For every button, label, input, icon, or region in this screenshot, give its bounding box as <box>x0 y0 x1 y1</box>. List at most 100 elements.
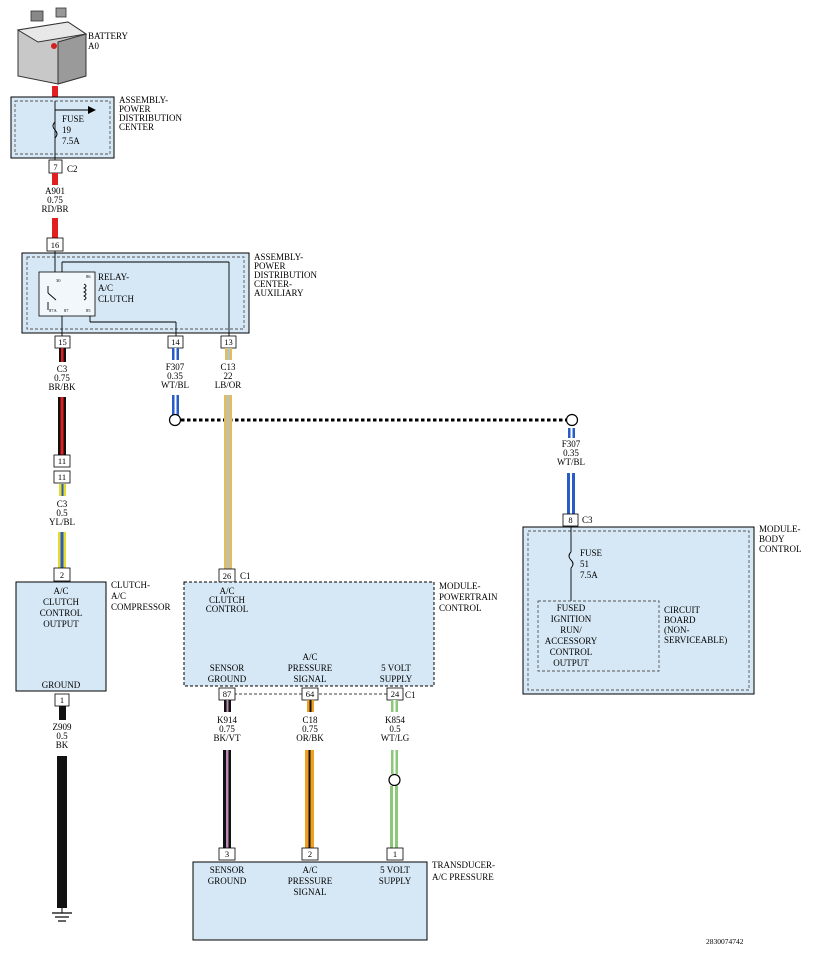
wire-z909-gauge: 0.5 <box>56 731 68 741</box>
wire-c3-top-id: C3 <box>57 364 68 374</box>
wire-f307-right-color: WT/BL <box>557 457 585 467</box>
transducer-pressure-3: SIGNAL <box>294 887 327 897</box>
clutch-pin-top: 2 <box>60 570 64 580</box>
bcm-fused-1: FUSED <box>557 603 586 613</box>
transducer-box <box>192 861 428 941</box>
battery-label: BATTERY <box>88 31 129 41</box>
clutch-label-3: CONTROL <box>40 608 83 618</box>
relay-pin-87a: 87A <box>49 308 58 313</box>
wire-c18-upper <box>307 700 314 712</box>
bcm-board-1: CIRCUIT <box>664 605 701 615</box>
ground-icon <box>52 908 72 922</box>
pdca-pin-c13: 13 <box>224 337 233 347</box>
splice-k854-icon <box>388 773 401 787</box>
transducer-name-2: A/C PRESSURE <box>432 872 494 882</box>
transducer-name-1: TRANSDUCER- <box>432 860 495 870</box>
pcm-box <box>183 581 435 687</box>
wire-k914-id: K914 <box>217 715 237 725</box>
pcm-conn-bottom: C1 <box>405 690 416 700</box>
fuse-51-icon <box>568 551 574 569</box>
clutch-box <box>15 581 107 692</box>
bcm-fused-3: RUN/ <box>560 625 582 635</box>
wire-k914-lower <box>223 750 231 848</box>
bcm-board-2: BOARD <box>664 615 696 625</box>
pcm-pressure-2: PRESSURE <box>288 663 333 673</box>
wire-c13-lower <box>224 395 232 569</box>
pdc-name-4: CENTER <box>119 122 154 132</box>
splice-left-icon <box>168 413 182 427</box>
wire-z909-upper <box>59 706 66 720</box>
wire-k914-gauge: 0.75 <box>219 724 235 734</box>
wire-c13-upper <box>225 348 232 360</box>
transducer-sensor-ground-2: GROUND <box>208 876 247 886</box>
pdca-name-3: DISTRIBUTION <box>254 270 317 280</box>
wire-c3-br-bk-upper <box>59 348 66 362</box>
wire-c3-top-gauge: 0.75 <box>54 373 70 383</box>
wire-c13-color: LB/OR <box>215 380 242 390</box>
wire-f307-left-id: F307 <box>166 362 185 372</box>
relay-label-3: CLUTCH <box>98 294 135 304</box>
pcm-pressure-3: SIGNAL <box>294 674 327 684</box>
bcm-name-1: MODULE- <box>759 524 801 534</box>
transducer-pin-3: 3 <box>225 849 229 859</box>
wire-c18-gauge: 0.75 <box>302 724 318 734</box>
bcm-name-2: BODY <box>759 534 785 544</box>
clutch-name-3: COMPRESSOR <box>111 602 171 612</box>
pdca-pin-f307: 14 <box>171 337 180 347</box>
fuse-19-icon <box>52 121 58 139</box>
relay-coil-icon <box>82 283 87 301</box>
pcm-clutch-3: CONTROL <box>206 604 249 614</box>
pdca-name-2: POWER <box>254 261 286 271</box>
figure-id: 2830074742 <box>706 937 744 946</box>
wire-c18-color: OR/BK <box>296 733 324 743</box>
pdc-fuse-number: 19 <box>62 125 72 135</box>
wire-k854-lower <box>390 786 398 848</box>
transducer-supply-1: 5 VOLT <box>380 865 410 875</box>
wire-z909-color: BK <box>56 740 69 750</box>
clutch-label-2: CLUTCH <box>43 597 80 607</box>
wire-c13-gauge: 22 <box>224 371 233 381</box>
wire-a901-top <box>52 173 58 185</box>
wire-c13-id: C13 <box>220 362 236 372</box>
transducer-pressure-1: A/C <box>302 865 317 875</box>
pdca-inner-border <box>26 256 245 330</box>
relay-label-1: RELAY- <box>98 272 129 282</box>
clutch-ground-label: GROUND <box>42 680 81 690</box>
wire-f307-right-gauge: 0.35 <box>563 448 579 458</box>
clutch-label-4: OUTPUT <box>43 619 79 629</box>
inline-pin-2: 11 <box>58 472 66 482</box>
bcm-fuse-label: FUSE <box>580 548 603 558</box>
pdc-box <box>10 96 115 159</box>
pcm-pin-87: 87 <box>223 689 232 699</box>
inline-pin-1: 11 <box>58 456 66 466</box>
clutch-label-1: A/C <box>53 586 68 596</box>
wire-f307-right-upper <box>568 428 575 438</box>
pcm-clutch-1: A/C <box>219 586 234 596</box>
pcm-supply-1: 5 VOLT <box>381 663 411 673</box>
wire-battery-red <box>52 86 58 98</box>
wire-a901-bottom <box>52 218 58 238</box>
pdc-arrow-icon <box>88 106 96 114</box>
pdca-pin-in: 16 <box>51 240 60 250</box>
transducer-supply-2: SUPPLY <box>379 876 412 886</box>
wire-c3-bottom-color: YL/BL <box>49 517 75 527</box>
bcm-fuse-rating: 7.5A <box>580 570 598 580</box>
battery-id: A0 <box>88 41 99 51</box>
pcm-pressure-1: A/C <box>302 652 317 662</box>
wire-f307-right-lower <box>567 473 575 514</box>
bcm-pin: 8 <box>568 515 572 525</box>
pdc-fuse-label: FUSE <box>62 114 85 124</box>
wire-c18-lower <box>305 750 314 848</box>
transducer-pressure-2: PRESSURE <box>288 876 333 886</box>
bcm-name-3: CONTROL <box>759 544 802 554</box>
pcm-clutch-2: CLUTCH <box>209 595 246 605</box>
pdc-name-2: POWER <box>119 104 151 114</box>
wire-k854-id: K854 <box>385 715 405 725</box>
wire-a901-gauge: 0.75 <box>47 195 63 205</box>
pdc-fuse-rating: 7.5A <box>62 136 80 146</box>
bcm-fused-6: OUTPUT <box>553 658 589 668</box>
wire-a901-id: A901 <box>45 186 65 196</box>
wire-c3-yl-bl-upper <box>59 484 66 496</box>
wire-k854-color: WT/LG <box>381 733 410 743</box>
